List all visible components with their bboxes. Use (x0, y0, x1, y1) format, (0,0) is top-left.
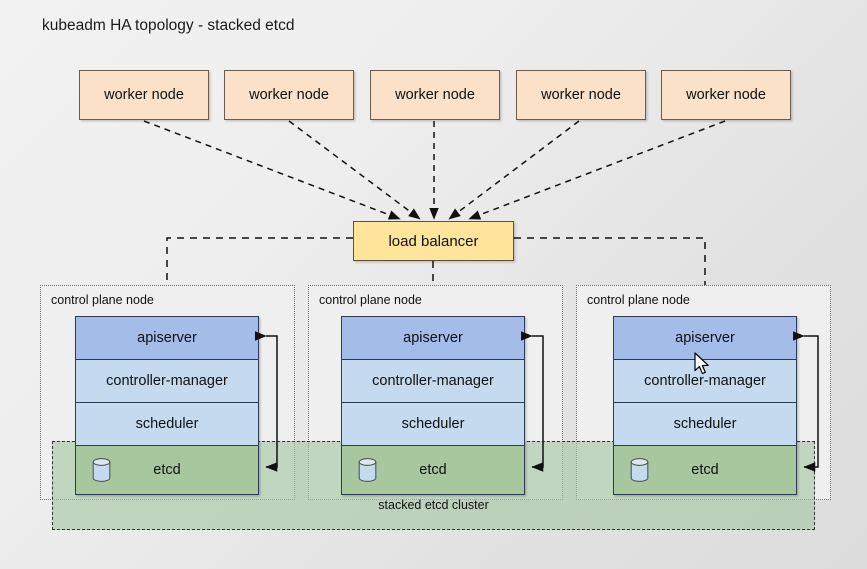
controller-manager-label: controller-manager (372, 373, 494, 389)
worker-node-label: worker node (395, 87, 475, 103)
control-plane-stack-2: apiserver controller-manager scheduler e… (341, 316, 525, 495)
edge-worker5-lb (468, 120, 726, 220)
worker-node-3[interactable]: worker node (370, 70, 500, 120)
controller-manager-label: controller-manager (644, 373, 766, 389)
worker-node-5[interactable]: worker node (661, 70, 791, 120)
apiserver-label: apiserver (137, 330, 197, 346)
etcd-box-2[interactable]: etcd (342, 446, 524, 494)
worker-node-4[interactable]: worker node (516, 70, 646, 120)
controller-manager-box-2[interactable]: controller-manager (342, 360, 524, 403)
apiserver-box-3[interactable]: apiserver (614, 317, 796, 360)
worker-node-label: worker node (249, 87, 329, 103)
scheduler-box-1[interactable]: scheduler (76, 403, 258, 446)
apiserver-label: apiserver (675, 330, 735, 346)
etcd-box-3[interactable]: etcd (614, 446, 796, 494)
controller-manager-box-1[interactable]: controller-manager (76, 360, 258, 403)
scheduler-label: scheduler (401, 416, 465, 432)
mouse-pointer-icon (694, 352, 709, 375)
control-plane-label: control plane node (587, 293, 690, 307)
edge-worker4-lb (448, 120, 580, 220)
etcd-box-1[interactable]: etcd (76, 446, 258, 494)
apiserver-box-2[interactable]: apiserver (342, 317, 524, 360)
etcd-label: etcd (153, 462, 181, 478)
edge-apiserver-etcd-2 (520, 331, 544, 472)
etcd-label: etcd (691, 462, 719, 478)
edge-apiserver-etcd-3 (792, 331, 819, 472)
scheduler-label: scheduler (135, 416, 199, 432)
etcd-label: etcd (419, 462, 447, 478)
scheduler-label: scheduler (673, 416, 737, 432)
edge-worker2-lb (288, 120, 421, 220)
apiserver-label: apiserver (403, 330, 463, 346)
load-balancer-label: load balancer (388, 232, 479, 250)
database-cylinder-icon (358, 458, 377, 482)
worker-node-label: worker node (541, 87, 621, 103)
control-plane-label: control plane node (319, 293, 422, 307)
load-balancer-box[interactable]: load balancer (353, 221, 514, 261)
stacked-etcd-cluster-label: stacked etcd cluster (378, 498, 489, 512)
control-plane-stack-3: apiserver controller-manager scheduler e… (613, 316, 797, 495)
edge-apiserver-etcd-1 (254, 331, 278, 472)
database-cylinder-icon (630, 458, 649, 482)
page-title: kubeadm HA topology - stacked etcd (42, 17, 295, 34)
database-cylinder-icon (92, 458, 111, 482)
scheduler-box-3[interactable]: scheduler (614, 403, 796, 446)
controller-manager-label: controller-manager (106, 373, 228, 389)
control-plane-label: control plane node (51, 293, 154, 307)
scheduler-box-2[interactable]: scheduler (342, 403, 524, 446)
apiserver-box-1[interactable]: apiserver (76, 317, 258, 360)
worker-node-1[interactable]: worker node (79, 70, 209, 120)
worker-node-label: worker node (686, 87, 766, 103)
controller-manager-box-3[interactable]: controller-manager (614, 360, 796, 403)
edge-worker1-lb (143, 120, 401, 220)
worker-node-label: worker node (104, 87, 184, 103)
worker-node-2[interactable]: worker node (224, 70, 354, 120)
control-plane-stack-1: apiserver controller-manager scheduler e… (75, 316, 259, 495)
